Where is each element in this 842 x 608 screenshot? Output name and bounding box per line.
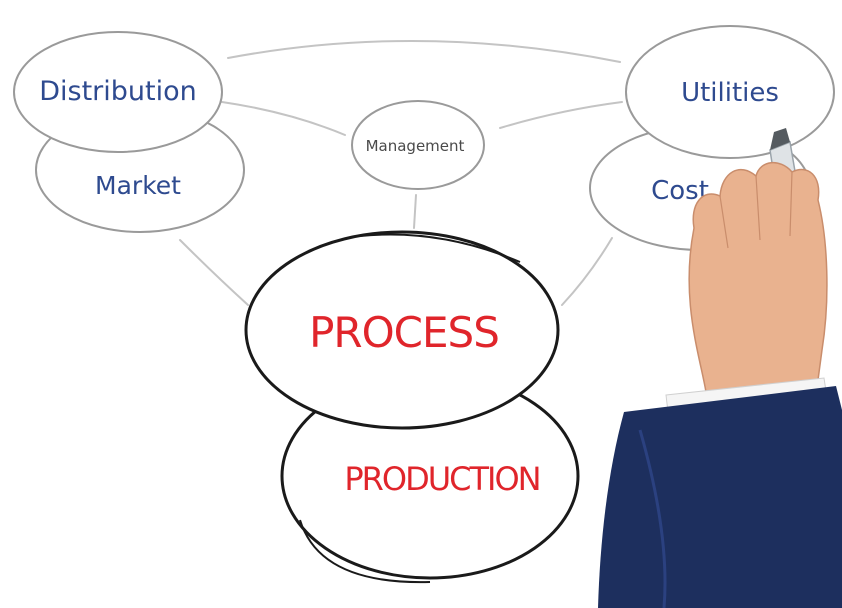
suit-sleeve: [598, 386, 842, 608]
market-label: Market: [95, 171, 181, 200]
distribution-label: Distribution: [39, 76, 197, 107]
connector-management-process: [413, 194, 417, 229]
marker-tip: [770, 128, 790, 150]
production-label: PRODUCTION: [344, 460, 539, 498]
connector-cost-process: [561, 237, 613, 306]
hand: [688, 162, 828, 393]
utilities-node: [625, 25, 835, 159]
connector-lines: [179, 39, 623, 306]
process-sketch-stroke: [359, 233, 521, 263]
connector-market-process: [179, 239, 249, 306]
sleeve-fold: [638, 429, 667, 608]
hand-with-marker-illustration: [598, 128, 842, 608]
connector-distribution-utilities: [227, 39, 621, 63]
finger-lines: [719, 171, 793, 249]
process-node: [244, 230, 560, 430]
management-node: [351, 100, 485, 190]
connector-distribution-management: [221, 101, 346, 136]
distribution-node: [13, 31, 223, 153]
process-label: PROCESS: [309, 308, 499, 357]
management-label: Management: [366, 137, 465, 155]
utilities-label: Utilities: [681, 78, 779, 108]
production-sketch-stroke: [299, 519, 431, 584]
connector-management-utilities: [499, 101, 623, 129]
